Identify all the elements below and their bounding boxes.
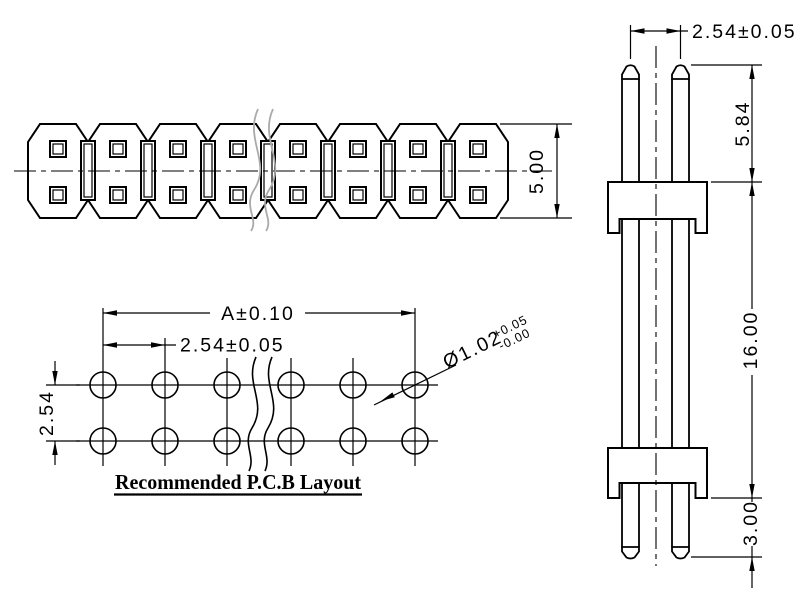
- hole-diameter-callout: Ø1.02 +0.05 -0.00: [440, 313, 533, 374]
- arrowhead: [749, 182, 755, 196]
- pcb-hole: [277, 427, 305, 455]
- overall-span-dimension-label: A±0.10: [221, 303, 295, 325]
- arrowhead: [52, 371, 58, 385]
- pin-contact-square-inner: [172, 189, 184, 201]
- pin-contact-square: [229, 140, 247, 158]
- pin-contact-square: [289, 186, 307, 204]
- arrowhead: [401, 310, 415, 316]
- pin-contact-square-inner: [292, 143, 304, 155]
- top-view: 5.00: [14, 108, 572, 232]
- pcb-hole: [401, 427, 429, 455]
- side-view-pins: [621, 64, 690, 560]
- pin-contact-square: [49, 140, 67, 158]
- pin-contact-square-inner: [232, 143, 244, 155]
- arrowhead: [554, 204, 560, 218]
- hole-pitch-dimension-label: 2.54±0.05: [180, 335, 285, 357]
- pin-contact-square: [169, 186, 187, 204]
- insulator-body-lower: [607, 447, 708, 499]
- arrowhead: [554, 124, 560, 138]
- pin-contact-square: [169, 140, 187, 158]
- pcb-hole: [401, 371, 429, 399]
- arrowhead: [749, 557, 755, 571]
- pin-contact-square: [109, 186, 127, 204]
- pcb-hole: [277, 371, 305, 399]
- pin-contact-square: [469, 140, 487, 158]
- pin-contact-square-inner: [472, 189, 484, 201]
- arrowhead: [103, 342, 117, 348]
- pcb-hole: [213, 371, 241, 399]
- row-pitch-dimension-label: 2.54: [36, 390, 58, 436]
- pcb-hole: [339, 371, 367, 399]
- pcb-hole: [89, 427, 117, 455]
- pin-contact-square-inner: [112, 189, 124, 201]
- pin-top-tip: [621, 64, 640, 80]
- arrowhead: [749, 65, 755, 79]
- pin-bottom-tip: [621, 546, 640, 560]
- pin-pitch-dimension-label: 2.54±0.05: [692, 21, 797, 43]
- pin-contact-square: [409, 140, 427, 158]
- arrowhead: [666, 28, 681, 34]
- pin-top-tip: [671, 64, 690, 80]
- body-height-dimension-label: 5.00: [526, 148, 548, 194]
- insulator-body-upper: [607, 181, 708, 234]
- pcb-layout-view: A±0.10 2.54±0.05 2.54 Ø1.02 +0.05 -0.00 …: [36, 303, 533, 496]
- pin-contact-square-inner: [112, 143, 124, 155]
- arrowhead: [151, 342, 165, 348]
- body-span-dimension-label: 16.00: [740, 311, 762, 370]
- break-line-right: [264, 108, 277, 232]
- pcb-hole: [213, 427, 241, 455]
- pin-contact-square-inner: [232, 189, 244, 201]
- pin-contact-square-inner: [352, 143, 364, 155]
- pcb-hole-grid: [76, 308, 438, 466]
- pcb-hole: [89, 371, 117, 399]
- pcb-hole: [151, 371, 179, 399]
- pcb-hole: [151, 427, 179, 455]
- pin-contact-square-inner: [52, 189, 64, 201]
- pin-contact-square: [229, 186, 247, 204]
- pin-contact-square-inner: [52, 143, 64, 155]
- pin-contact-square: [469, 186, 487, 204]
- pcb-hole: [339, 427, 367, 455]
- pin-contact-square: [349, 140, 367, 158]
- arrowhead: [381, 392, 395, 401]
- pin-contact-square: [109, 140, 127, 158]
- body-segment: [27, 123, 89, 219]
- side-view: 2.54±0.05 5.84 16.00 3.00: [607, 21, 797, 588]
- arrowhead: [749, 484, 755, 498]
- pin-contact-square-inner: [352, 189, 364, 201]
- arrowhead: [103, 310, 117, 316]
- pin-contact-square-inner: [292, 189, 304, 201]
- arrowhead: [749, 168, 755, 182]
- pin-contact-square: [349, 186, 367, 204]
- break-line-left: [249, 108, 262, 232]
- break-line-left: [247, 356, 259, 472]
- pin-bottom-tip: [671, 546, 690, 560]
- pin-contact-square: [409, 186, 427, 204]
- dimension-arrowheads: [52, 28, 755, 571]
- pin-top-length-dimension-label: 5.84: [732, 101, 754, 147]
- pcb-layout-caption: Recommended P.C.B Layout: [115, 470, 362, 494]
- pin-contact-square-inner: [412, 143, 424, 155]
- break-line-right: [263, 356, 275, 472]
- pin-contact-square: [289, 140, 307, 158]
- arrowhead: [630, 28, 645, 34]
- pin-contact-square-inner: [472, 143, 484, 155]
- pin-contact-square-inner: [172, 143, 184, 155]
- pin-bottom-length-dimension-label: 3.00: [740, 500, 762, 546]
- pin-contact-square-inner: [412, 189, 424, 201]
- arrowhead: [52, 441, 58, 455]
- pin-contact-square: [49, 186, 67, 204]
